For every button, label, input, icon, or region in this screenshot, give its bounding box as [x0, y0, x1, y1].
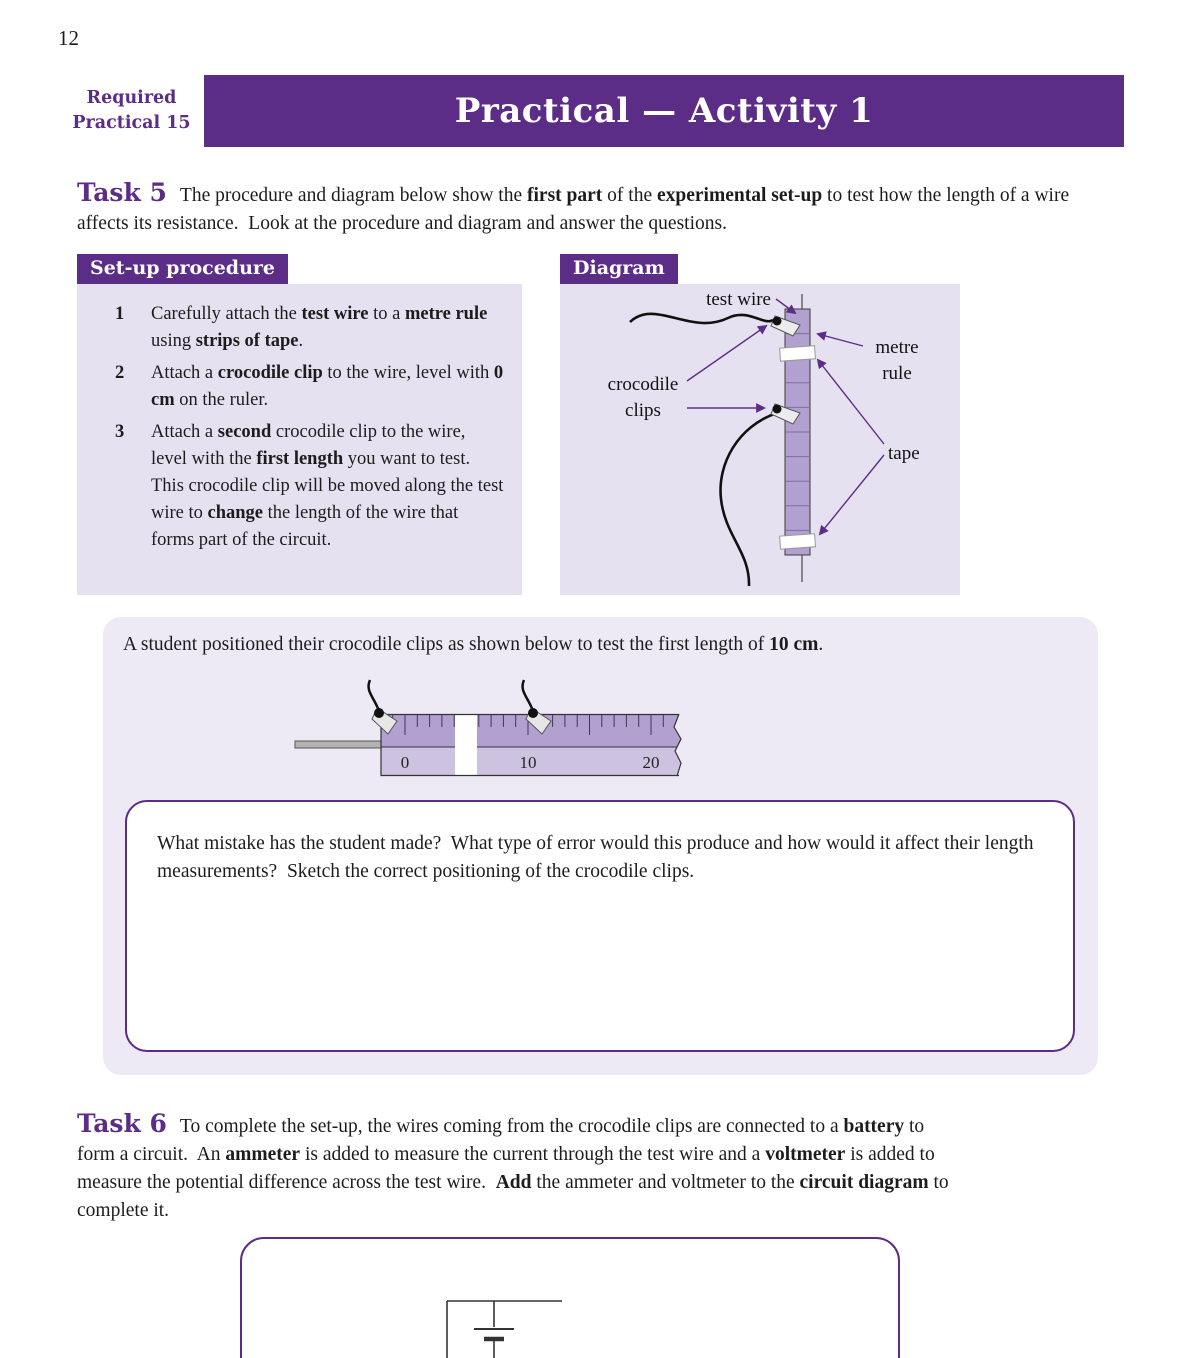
step-text: Attach a second crocodile clip to the wi… — [151, 422, 509, 550]
label-metre: metre — [875, 337, 918, 358]
arrow-metre-rule — [816, 331, 864, 347]
student-scenario-box: A student positioned their crocodile cli… — [103, 617, 1098, 1075]
circuit-wires — [446, 1300, 562, 1358]
page-number: 12 — [58, 26, 79, 50]
arrow-tape-bottom — [818, 454, 885, 536]
ruler-number-band — [381, 747, 682, 775]
student-clip-at-10cm — [521, 679, 552, 735]
ruler-torn-edge — [673, 713, 682, 777]
ruler-number-10: 10 — [520, 753, 537, 772]
tape-strip-bottom — [779, 533, 816, 550]
question-text: What mistake has the student made? What … — [157, 833, 1039, 882]
tape-strip-top — [779, 345, 816, 362]
student-clip-at-end — [367, 679, 398, 735]
step-text: Attach a crocodile clip to the wire, lev… — [151, 363, 508, 410]
step-text: Carefully attach the test wire to a metr… — [151, 304, 492, 351]
step-number: 2 — [115, 363, 125, 383]
badge-line-2: Practical 15 — [72, 113, 191, 133]
setup-procedure-panel: 1 Carefully attach the test wire to a me… — [77, 284, 522, 595]
setup-procedure-tab: Set-up procedure — [77, 254, 289, 284]
procedure-step-1: 1 Carefully attach the test wire to a me… — [115, 301, 504, 355]
label-tape: tape — [888, 443, 920, 464]
question-box: What mistake has the student made? What … — [125, 800, 1075, 1052]
step-number: 1 — [115, 304, 125, 324]
battery-cell-symbol — [474, 1328, 514, 1342]
page-title: Practical — Activity 1 — [204, 75, 1124, 147]
diagram-tab: Diagram — [560, 254, 678, 284]
task6-label: Task 6 — [77, 1109, 167, 1138]
answer-writing-area[interactable] — [137, 902, 1063, 1040]
ruler-number-0: 0 — [401, 753, 410, 772]
circuit-diagram-box[interactable] — [240, 1237, 900, 1358]
metre-rule-graphic — [779, 294, 816, 582]
label-crocodile: crocodile — [608, 374, 679, 395]
left-wire — [294, 740, 383, 749]
required-practical-badge: Required Practical 15 — [59, 75, 204, 147]
ruler-number-20: 20 — [643, 753, 660, 772]
ruler-numbers: 0 10 20 — [401, 753, 660, 772]
setup-diagram: test wire metre rule crocodile clips tap… — [608, 289, 920, 587]
task5-label: Task 5 — [77, 178, 167, 207]
student-scenario-text: A student positioned their crocodile cli… — [123, 634, 824, 655]
label-arrows — [686, 298, 885, 536]
arrow-clip-top — [686, 324, 768, 382]
top-connecting-wire — [629, 312, 774, 325]
procedure-step-3: 3 Attach a second crocodile clip to the … — [115, 419, 504, 554]
header: Required Practical 15 Practical — Activi… — [59, 75, 1124, 147]
task5-text: The procedure and diagram below show the… — [77, 185, 1074, 234]
bottom-connecting-wire — [719, 411, 778, 587]
arrow-test-wire — [775, 298, 797, 315]
circuit-diagram-partial — [446, 1300, 562, 1358]
ruler-torn-edge-mask — [674, 713, 693, 777]
diagram-labels: test wire metre rule crocodile clips tap… — [608, 289, 920, 464]
task6-text: To complete the set-up, the wires coming… — [77, 1116, 954, 1221]
label-clips: clips — [625, 400, 661, 421]
diagram-panel: test wire metre rule crocodile clips tap… — [560, 284, 960, 595]
procedure-step-2: 2 Attach a crocodile clip to the wire, l… — [115, 360, 504, 414]
student-ruler-diagram: 0 10 20 — [294, 679, 693, 777]
badge-line-1: Required — [86, 87, 177, 108]
tape-band — [455, 714, 477, 776]
arrow-tape-top — [816, 358, 885, 445]
crocodile-clip-top — [770, 315, 801, 337]
step-number: 3 — [115, 422, 125, 442]
crocodile-clip-second — [770, 403, 801, 425]
label-test-wire: test wire — [706, 289, 771, 310]
label-rule: rule — [882, 363, 912, 384]
